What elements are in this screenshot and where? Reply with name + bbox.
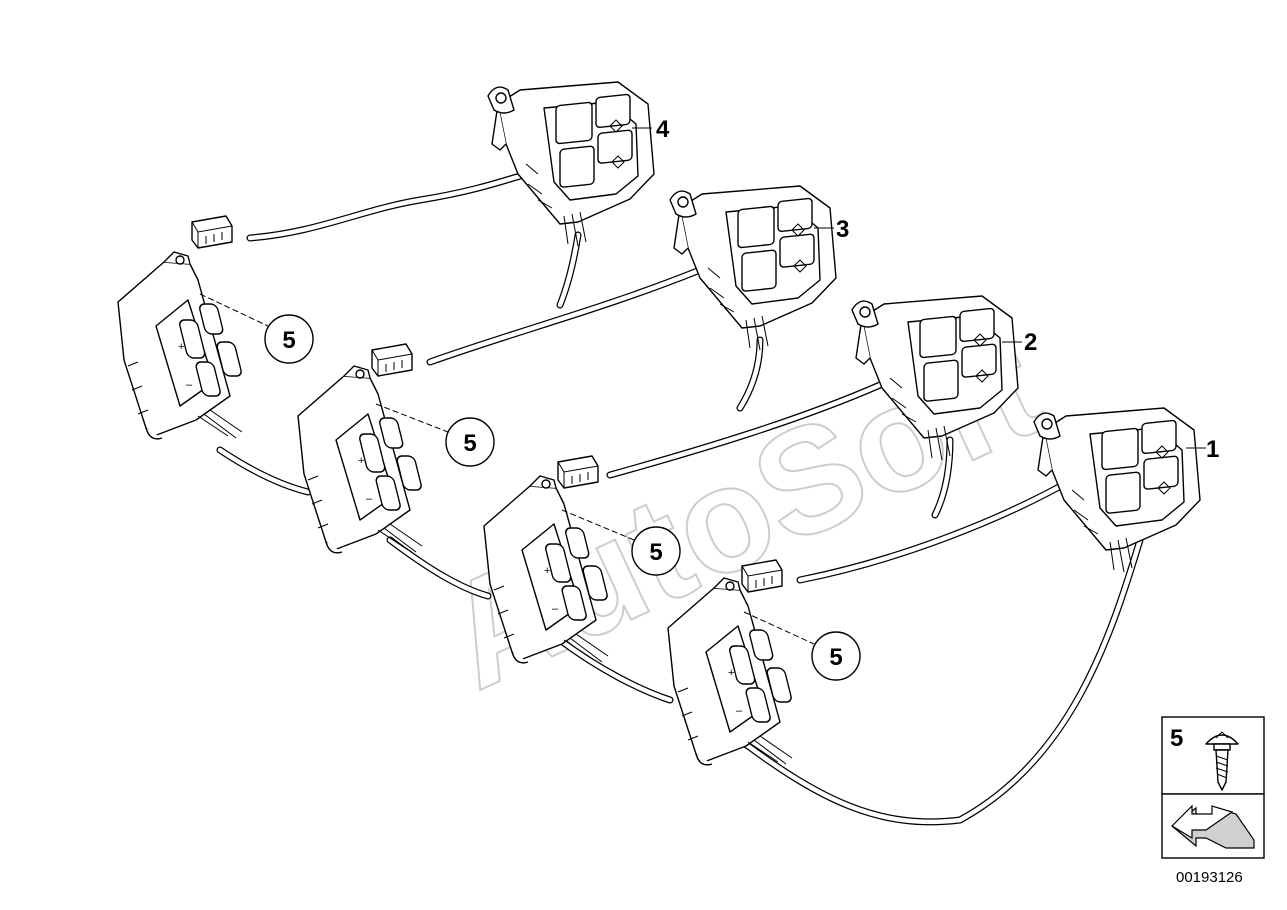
arrow-icon [1171, 804, 1255, 849]
switch-left-a [117, 251, 244, 440]
callout-label: 5 [463, 430, 476, 457]
callout-label: 5 [829, 644, 842, 671]
callout-label: 5 [649, 539, 662, 566]
callout-label: 5 [282, 327, 295, 354]
screw-icon [1205, 731, 1239, 791]
callouts: 5 5 5 5 [199, 293, 861, 681]
part-label-3: 3 [836, 216, 849, 243]
legend: 5 [1161, 716, 1265, 859]
connector-plug [371, 343, 413, 377]
legend-item-label: 5 [1170, 725, 1183, 752]
connector-plug [741, 559, 783, 593]
switch-left-b [297, 365, 424, 554]
part-label-2: 2 [1024, 329, 1037, 356]
part-label-1: 1 [1206, 436, 1219, 463]
connector-plug [191, 215, 233, 249]
part-label-4: 4 [656, 116, 670, 143]
switch-right-3 [669, 185, 837, 351]
connector-plug [557, 455, 599, 489]
part-labels: 4 3 2 1 [632, 116, 1219, 463]
document-number: 00193126 [1176, 869, 1243, 886]
switch-right-4 [487, 81, 655, 247]
